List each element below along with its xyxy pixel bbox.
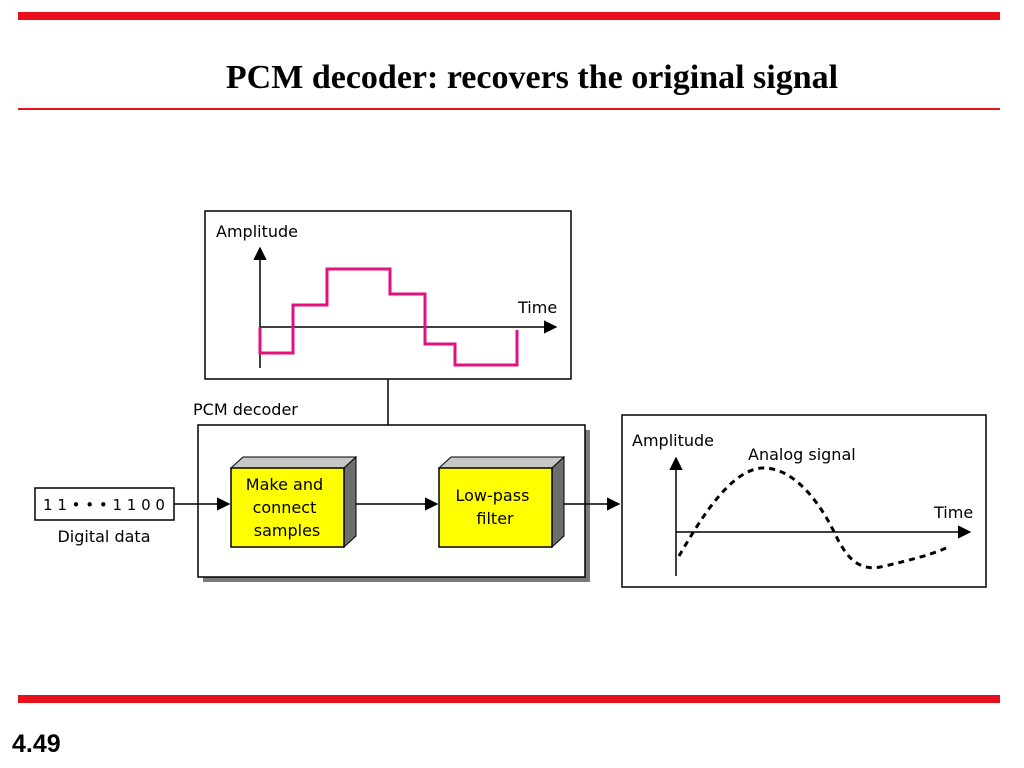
- block1-top-face: [229, 456, 358, 469]
- bottom-accent-bar: [18, 695, 1000, 703]
- block1-line-2: connect: [253, 498, 317, 517]
- block1-line-3: samples: [254, 521, 321, 540]
- analog-signal-curve: [677, 466, 951, 570]
- digital-data-input: 1 1 • • • 1 1 0 0 Digital data: [34, 487, 175, 546]
- digital-data-label: Digital data: [57, 527, 150, 546]
- analog-signal-plot: Amplitude Analog signal Time: [621, 414, 987, 588]
- block1-side-face: [343, 455, 357, 549]
- block2-line-2: filter: [476, 509, 514, 528]
- block2-text: Low-pass filter: [455, 486, 534, 528]
- block2-line-1: Low-pass: [455, 486, 529, 505]
- slide-number: 4.49: [12, 730, 61, 758]
- analog-time-label: Time: [933, 503, 973, 522]
- block1-text: Make and connect samples: [246, 475, 328, 540]
- make-and-connect-samples-block: Make and connect samples: [229, 455, 358, 549]
- block1-line-1: Make and: [246, 475, 323, 494]
- analog-signal-label: Analog signal: [748, 445, 856, 464]
- low-pass-filter-block: Low-pass filter: [437, 455, 566, 549]
- slide-title: PCM decoder: recovers the original signa…: [225, 59, 839, 96]
- digital-data-bits: 1 1 • • • 1 1 0 0: [43, 496, 165, 514]
- digital-data-box: [34, 487, 175, 521]
- staircase-plot: Amplitude Time: [204, 210, 572, 380]
- analog-plot-frame: [621, 414, 987, 588]
- pcm-decoder-label: PCM decoder: [193, 400, 298, 419]
- title-rule: [18, 108, 1000, 110]
- block2-top-face: [437, 456, 566, 469]
- staircase-amplitude-label: Amplitude: [216, 222, 298, 241]
- block1-front-face: [230, 467, 345, 548]
- block2-front-face: [438, 467, 553, 548]
- staircase-plot-frame: [204, 210, 572, 380]
- analog-amplitude-label: Amplitude: [632, 431, 714, 450]
- staircase-time-label: Time: [517, 298, 557, 317]
- top-accent-bar: [18, 12, 1000, 20]
- staircase-signal: [258, 267, 519, 367]
- block2-side-face: [551, 455, 565, 549]
